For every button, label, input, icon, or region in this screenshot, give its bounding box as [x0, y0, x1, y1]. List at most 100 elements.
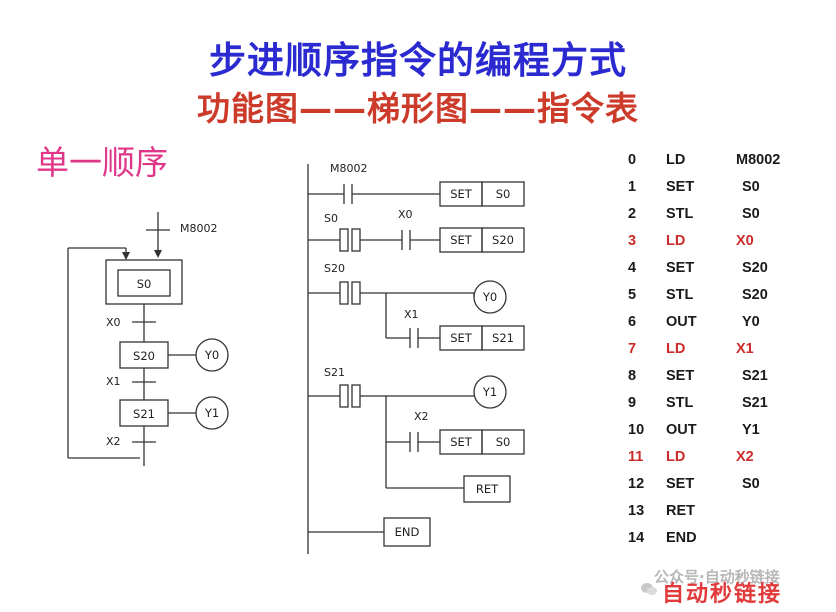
ladder-set-label-4: SET: [450, 435, 473, 449]
page-subtitle: 功能图——梯形图——指令表: [197, 89, 639, 128]
instruction-op: END: [666, 530, 697, 546]
ladder-ret-box: [463, 475, 511, 503]
instruction-number: 11: [628, 449, 644, 465]
ladder-set-label-2: SET: [450, 233, 473, 247]
instruction-number: 9: [628, 395, 637, 411]
instruction-number: 1: [628, 179, 637, 195]
instruction-arg: X2: [736, 449, 754, 465]
instruction-arg: M8002: [736, 152, 781, 168]
sfc-output-y0: [195, 338, 229, 372]
instruction-number: 5: [628, 287, 637, 303]
sfc-state-s20-label: S20: [133, 349, 155, 363]
instruction-number: 0: [628, 152, 637, 168]
ladder-coil-y0-label: Y0: [482, 290, 497, 304]
ladder-contact-x1-label: X1: [404, 308, 419, 321]
instruction-op: STL: [666, 287, 694, 303]
instruction-op: STL: [666, 206, 694, 222]
instruction-row: 2 STL S0: [628, 204, 828, 224]
sfc-output-y1-label: Y1: [204, 406, 219, 420]
instruction-number: 14: [628, 530, 645, 546]
instruction-arg: S21: [742, 395, 768, 411]
watermark-brand: 自动秒链接: [662, 582, 783, 607]
instruction-row: 8 SET S21: [628, 366, 828, 386]
instruction-arg: S20: [742, 260, 768, 276]
instruction-arg: S0: [742, 476, 760, 492]
instruction-row: 12 SET S0: [628, 474, 828, 494]
sfc-transition-x0: X0: [106, 316, 121, 329]
instruction-row: 13 RET: [628, 501, 828, 521]
instruction-row: 0 LD M8002: [628, 150, 828, 170]
instruction-number: 4: [628, 260, 637, 276]
sfc-state-s0: [117, 269, 171, 297]
instruction-number: 6: [628, 314, 637, 330]
instruction-number: 8: [628, 368, 637, 384]
ladder-end-label: END: [395, 525, 420, 539]
instruction-row: 9 STL S21: [628, 393, 828, 413]
ladder-stl-s20: [339, 281, 349, 305]
sfc-transition-x2: X2: [106, 435, 121, 448]
ladder-coil-y1: [473, 375, 507, 409]
section-label: 单一顺序: [36, 143, 168, 182]
ladder-contact-m8002-label: M8002: [330, 162, 368, 175]
ladder-stl-s0-label: S0: [324, 212, 338, 225]
ladder-set-label-3: SET: [450, 331, 473, 345]
sfc-state-s21-label: S21: [133, 407, 155, 421]
instruction-op: OUT: [666, 314, 697, 330]
instruction-number: 10: [628, 422, 645, 438]
ladder-stl-s20-label: S20: [324, 262, 345, 275]
ladder-set-target-1: S0: [496, 187, 511, 201]
instruction-op: OUT: [666, 422, 697, 438]
instruction-row: 7 LD X1: [628, 339, 828, 359]
instruction-op: LD: [666, 152, 686, 168]
ladder-diagram: M8002 SET S0 S0 X0 SET S20 S20 Y0 X1 SET…: [307, 162, 525, 554]
instruction-arg: Y1: [742, 422, 760, 438]
ladder-stl-s21: [339, 384, 349, 408]
instruction-row: 5 STL S20: [628, 285, 828, 305]
instruction-op: LD: [666, 233, 686, 249]
ladder-ret-label: RET: [476, 482, 499, 496]
instruction-row: 6 OUT Y0: [628, 312, 828, 332]
instruction-op: LD: [666, 341, 686, 357]
sfc-diagram: M8002 S0 X0 S20 Y0 X1 S21 Y1 X2: [67, 212, 229, 466]
instruction-op: RET: [666, 503, 695, 519]
instruction-number: 3: [628, 233, 637, 249]
instruction-op: SET: [666, 476, 695, 492]
instruction-row: 1 SET S0: [628, 177, 828, 197]
instruction-row: 4 SET S20: [628, 258, 828, 278]
instruction-number: 7: [628, 341, 637, 357]
page-title: 步进顺序指令的编程方式: [209, 39, 627, 82]
instruction-row: 3 LD X0: [628, 231, 828, 251]
ladder-set-label-1: SET: [450, 187, 473, 201]
instruction-arg: X1: [736, 341, 754, 357]
ladder-stl-s21-label: S21: [324, 366, 345, 379]
ladder-set-target-4: S0: [496, 435, 511, 449]
instruction-op: SET: [666, 260, 695, 276]
wechat-icon: [641, 583, 657, 595]
ladder-coil-y1-label: Y1: [482, 385, 497, 399]
instruction-arg: S0: [742, 206, 760, 222]
instruction-number: 2: [628, 206, 637, 222]
instruction-op: SET: [666, 179, 695, 195]
sfc-init-input: M8002: [180, 222, 218, 235]
ladder-set-target-3: S21: [492, 331, 514, 345]
instruction-arg: S0: [742, 179, 760, 195]
instruction-op: STL: [666, 395, 694, 411]
sfc-output-y0-label: Y0: [204, 348, 219, 362]
instruction-arg: S21: [742, 368, 768, 384]
ladder-contact-x2-label: X2: [414, 410, 429, 423]
instruction-op: LD: [666, 449, 686, 465]
instruction-row: 10 OUT Y1: [628, 420, 828, 440]
instruction-row: 11 LD X2: [628, 447, 828, 467]
instruction-arg: Y0: [742, 314, 760, 330]
instruction-number: 13: [628, 503, 645, 519]
ladder-end-box: [383, 517, 431, 547]
sfc-transition-x1: X1: [106, 375, 121, 388]
instruction-number: 12: [628, 476, 645, 492]
instruction-op: SET: [666, 368, 695, 384]
ladder-set-target-2: S20: [492, 233, 514, 247]
ladder-stl-s0: [339, 228, 349, 252]
instruction-arg: X0: [736, 233, 754, 249]
instruction-arg: S20: [742, 287, 768, 303]
watermark-faint: 公众号·自动秒链接: [654, 568, 780, 586]
ladder-contact-x0-label: X0: [398, 208, 413, 221]
